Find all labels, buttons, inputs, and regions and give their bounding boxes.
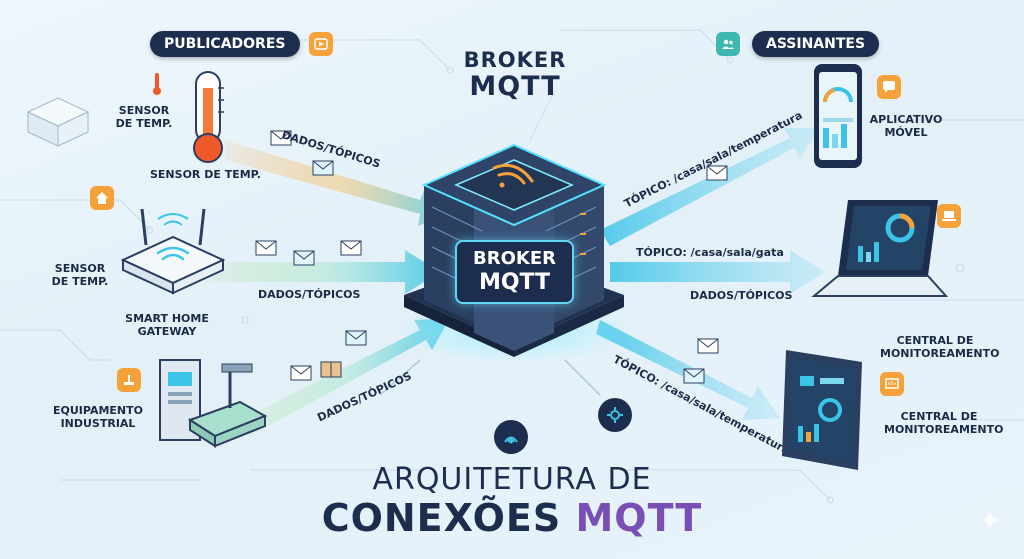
mobile-line1: APLICATIVO xyxy=(869,113,943,126)
broker-label-line1: BROKER xyxy=(473,248,556,269)
sensor-left-line1: SENSOR xyxy=(54,262,106,275)
dashboard-icon xyxy=(880,372,904,396)
industrial-line1: EQUIPAMENTO xyxy=(53,404,143,417)
sensor-thermo-label: SENSOR DE TEMP. xyxy=(150,168,261,181)
laptop-icon xyxy=(811,200,948,297)
central1-label: CENTRAL DE MONITOREAMENTO xyxy=(880,334,1000,360)
sensor-top-label: SENSOR DE TEMP. xyxy=(112,104,176,130)
flow-out-mid-topic-label: TÓPICO: /casa/sala/gata xyxy=(636,246,784,259)
central2-line1: CENTRAL DE xyxy=(900,410,978,423)
arrow-in-top xyxy=(225,140,450,226)
title-line2: CONEXÕES MQTT xyxy=(0,496,1024,540)
envelope-icon xyxy=(293,250,315,270)
gateway-line2: GATEWAY xyxy=(137,325,197,338)
envelope-icon xyxy=(697,338,719,358)
play-icon xyxy=(309,32,333,56)
industrial-line2: INDUSTRIAL xyxy=(60,417,136,430)
broker-heading: BROKER MQTT xyxy=(440,48,590,102)
title-line1: ARQUITETURA DE xyxy=(372,462,652,497)
gateway-label: SMART HOME GATEWAY xyxy=(125,312,209,338)
sensor-top-line1: SENSOR xyxy=(118,104,170,117)
broker-label-box: BROKER MQTT xyxy=(455,240,574,304)
industrial-machine-icon xyxy=(159,359,268,448)
package-icon xyxy=(320,358,342,382)
sensor-left-line2: DE TEMP. xyxy=(51,275,109,288)
router-icon xyxy=(120,208,226,295)
users-icon xyxy=(716,32,740,56)
mobile-label: APLICATIVO MÓVEL xyxy=(868,113,944,139)
industrial-icon xyxy=(117,368,141,392)
industrial-label: EQUIPAMENTO INDUSTRIAL xyxy=(50,404,146,430)
arrow-out-top xyxy=(600,128,820,246)
broker-heading-line1: BROKER xyxy=(463,48,567,72)
publishers-badge: PUBLICADORES xyxy=(150,31,300,57)
wifi-icon xyxy=(492,163,534,188)
arrow-in-mid xyxy=(210,250,440,294)
tablet-icon xyxy=(782,350,862,470)
flow-in-mid-label: DADOS/TÓPICOS xyxy=(258,288,361,301)
central1-line1: CENTRAL DE xyxy=(896,334,974,347)
arrow-out-mid xyxy=(610,250,825,294)
title-line2-main: CONEXÕES xyxy=(321,496,562,540)
thermometer-small-icon xyxy=(150,72,164,100)
device-box-icon xyxy=(26,97,90,147)
subscribers-badge: ASSINANTES xyxy=(752,31,880,57)
central1-line2: MONITOREAMENTO xyxy=(880,347,1000,360)
envelope-icon xyxy=(255,240,277,260)
mobile-line2: MÓVEL xyxy=(884,126,928,139)
gateway-line1: SMART HOME xyxy=(125,312,209,325)
broker-label-line2: MQTT xyxy=(478,270,551,295)
home-icon xyxy=(90,186,114,210)
envelope-icon xyxy=(312,160,334,180)
central2-label: CENTRAL DE MONITOREAMENTO xyxy=(884,410,1004,436)
sparkle-icon xyxy=(978,508,1002,536)
envelope-icon xyxy=(340,240,362,260)
settings-icon xyxy=(598,398,632,432)
broker-heading-line2: MQTT xyxy=(469,71,561,102)
envelope-icon xyxy=(345,330,367,350)
sensor-top-line2: DE TEMP. xyxy=(115,117,173,130)
laptop-small-icon xyxy=(937,204,961,228)
title-line2-accent: MQTT xyxy=(575,496,703,540)
envelope-icon xyxy=(706,165,728,185)
flow-out-mid-data-label: DADOS/TÓPICOS xyxy=(690,289,793,302)
sensor-left-label: SENSOR DE TEMP. xyxy=(48,262,112,288)
envelope-icon xyxy=(290,365,312,385)
thermometer-icon xyxy=(193,71,224,163)
wifi-signal-icon xyxy=(494,420,528,454)
circuit-lines xyxy=(0,29,1024,504)
arrow-in-bottom xyxy=(240,318,450,436)
chat-icon xyxy=(877,75,901,99)
envelope-icon xyxy=(683,368,705,388)
smartphone-icon xyxy=(814,64,862,168)
central2-line2: MONITOREAMENTO xyxy=(884,423,1004,436)
envelope-icon xyxy=(270,130,292,150)
